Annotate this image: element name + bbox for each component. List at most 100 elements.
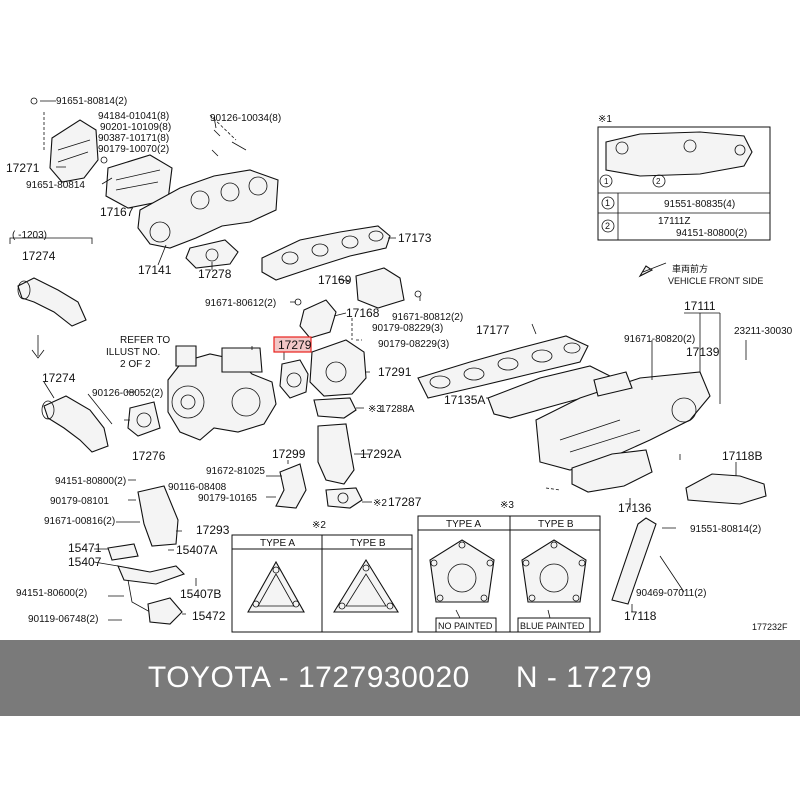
bracket-17118[interactable] <box>611 517 657 605</box>
gasket-17173[interactable] <box>261 225 391 281</box>
label-17279: 17279 <box>278 338 312 352</box>
label-91671-00816: 91671-00816(2) <box>44 516 115 527</box>
union-15472[interactable] <box>147 597 183 625</box>
label-17173: 17173 <box>398 231 432 245</box>
heat-insulator-17169[interactable] <box>355 267 405 309</box>
label-90126-10034: 90126-10034(8) <box>210 113 281 124</box>
label-refer-1: REFER TO <box>120 335 170 346</box>
gasket-17279[interactable] <box>279 359 309 399</box>
label-17118: 17118 <box>624 609 657 623</box>
label-17139: 17139 <box>686 345 720 359</box>
exhaust-manifold-17141[interactable] <box>137 169 279 249</box>
mark-2-b: ※2 <box>312 520 326 531</box>
pipe-17292A[interactable] <box>317 423 355 485</box>
label-refer-2: ILLUST NO. <box>106 347 160 358</box>
gasket-type-b-2 <box>333 558 399 613</box>
label-17293: 17293 <box>196 523 230 537</box>
label-17111Z: 17111Z <box>658 216 690 227</box>
gasket-15471[interactable] <box>107 543 139 561</box>
turbocharger[interactable] <box>167 353 277 441</box>
label-15472: 15472 <box>192 609 226 623</box>
intake-pipe-17136[interactable] <box>571 449 653 493</box>
label-17135A: 17135A <box>444 393 485 407</box>
label-17287: 17287 <box>388 495 422 509</box>
parts-diagram: 91651-80814(2) 94184-01041(8) 90126-1003… <box>6 96 793 633</box>
label-91671-80820: 91671-80820(2) <box>624 334 695 345</box>
label-23211-30030: 23211-30030 <box>734 326 793 337</box>
label-90179-10165: 90179-10165 <box>198 493 257 504</box>
label-refer-3: 2 OF 2 <box>120 359 151 370</box>
gasket-type-a-3 <box>429 539 495 603</box>
label-90179-10070: 90179-10070(2) <box>98 144 169 155</box>
mark-3-b: ※3 <box>500 500 514 511</box>
label-vehicle-front-side: VEHICLE FRONT SIDE <box>668 276 763 286</box>
gasket-17276[interactable] <box>127 401 161 437</box>
label-17276: 17276 <box>132 449 166 463</box>
label-17292A: 17292A <box>360 447 401 461</box>
label-91672-81025: 91672-81025 <box>206 466 265 477</box>
label-17168: 17168 <box>346 306 380 320</box>
gasket-17287[interactable] <box>325 487 363 509</box>
label-17274-a: 17274 <box>22 249 56 263</box>
circle-2-b: 2 <box>605 221 610 231</box>
pipe-17139[interactable] <box>593 371 633 397</box>
label-17291: 17291 <box>378 365 412 379</box>
label-15407A: 15407A <box>176 543 217 557</box>
gasket-17177[interactable] <box>417 335 589 399</box>
label-17274-b: 17274 <box>42 371 76 385</box>
label-17136: 17136 <box>618 501 652 515</box>
label-90469-07011: 90469-07011(2) <box>636 588 706 599</box>
oil-pipe-15407[interactable] <box>117 565 186 585</box>
bracket-17118B[interactable] <box>685 473 767 505</box>
turbocharger-group <box>93 318 372 625</box>
label-91551-80814-2b: 91551-80814(2) <box>690 524 761 535</box>
highlight-box-17279 <box>273 336 312 353</box>
panel-2 <box>231 534 413 633</box>
bracket-17168[interactable] <box>299 299 337 339</box>
label-type-a-3: TYPE A <box>446 519 481 530</box>
label-17169: 17169 <box>318 273 352 287</box>
label-1203: ( -1203) <box>12 230 47 241</box>
manifold-inset <box>605 131 753 177</box>
circle-2-a: 2 <box>656 177 661 186</box>
label-91671-80612: 91671-80612(2) <box>205 298 276 309</box>
pipe-17274-a[interactable] <box>17 277 87 327</box>
label-94151-80600: 94151-80600(2) <box>16 588 87 599</box>
label-94151-80800-a: 94151-80800(2) <box>55 476 126 487</box>
gasket-17278[interactable] <box>185 239 239 269</box>
label-17118B: 17118B <box>722 449 762 463</box>
label-17288A: 17288A <box>380 404 415 415</box>
heat-insulator-17271[interactable] <box>49 119 99 183</box>
label-94151-80800-c: 94151-80800(2) <box>676 228 747 239</box>
label-type-a-2: TYPE A <box>260 538 295 549</box>
mark-1: ※1 <box>598 114 612 125</box>
label-17141: 17141 <box>138 263 172 277</box>
label-blue-painted: BLUE PAINTED <box>520 621 585 631</box>
label-90126-08052: 90126-08052(2) <box>92 388 163 399</box>
bracket-17299[interactable] <box>275 463 307 509</box>
mark-3-a: ※3 <box>368 404 382 415</box>
label-90119-06748: 90119-06748(2) <box>28 614 98 625</box>
label-17111: 17111 <box>684 299 716 313</box>
label-90201-10109: 90201-10109(8) <box>100 122 171 133</box>
mark-2-a: ※2 <box>373 498 387 509</box>
label-91671-80812: 91671-80812(2) <box>392 312 463 323</box>
label-91551-80835: 91551-80835(4) <box>664 199 735 210</box>
gasket-type-a-2 <box>247 560 305 613</box>
callout-labels: 91651-80814(2) 94184-01041(8) 90126-1003… <box>6 96 793 632</box>
caption-part-number: TOYOTA - 1727930020 <box>147 661 470 694</box>
gasket-17288A[interactable] <box>313 397 357 419</box>
label-91651-80814-2: 91651-80814(2) <box>56 96 127 107</box>
label-15407B: 15407B <box>180 587 221 601</box>
intake-manifold-group <box>417 126 771 612</box>
label-15471: 15471 <box>68 541 102 555</box>
label-177232F: 177232F <box>752 622 788 632</box>
bracket-17293[interactable] <box>137 485 179 547</box>
label-15407: 15407 <box>68 555 102 569</box>
label-17271: 17271 <box>6 161 40 175</box>
pipe-17274-b[interactable] <box>43 395 109 453</box>
exhaust-housing-17291[interactable] <box>309 339 367 397</box>
label-type-b-3: TYPE B <box>538 519 574 530</box>
label-90179-08229-b: 90179-08229(3) <box>378 339 449 350</box>
exhaust-manifold-group <box>30 97 422 339</box>
